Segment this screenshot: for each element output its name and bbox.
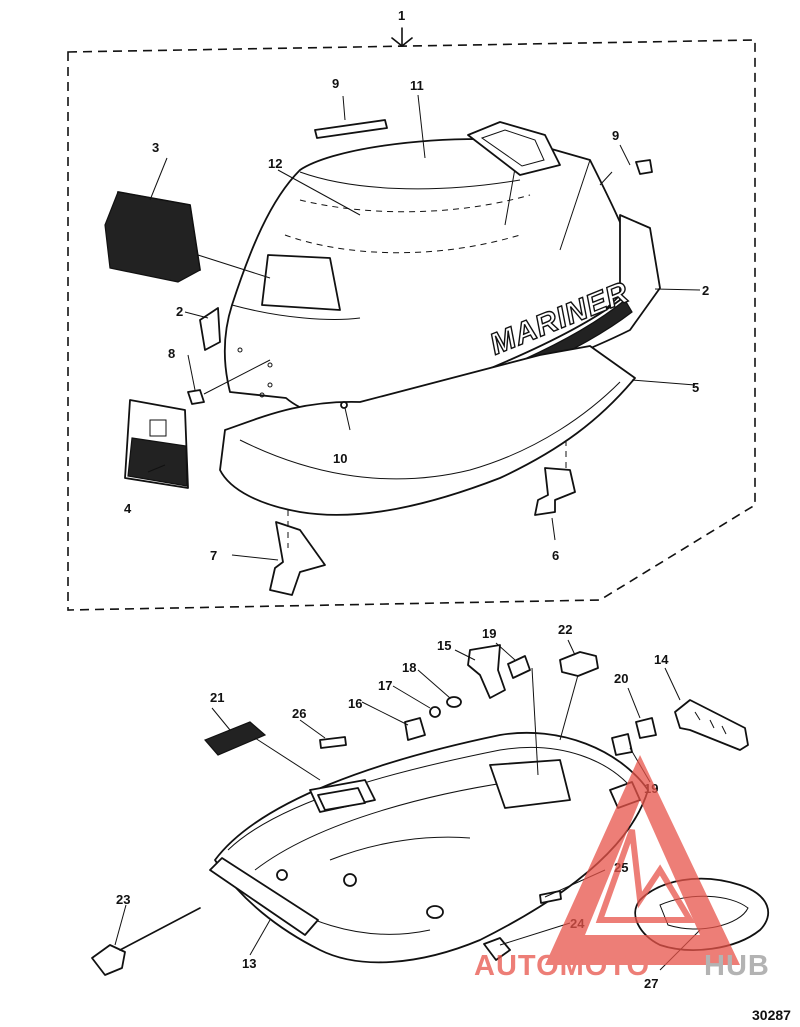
screw-8 bbox=[187, 389, 205, 405]
callout-12: 12 bbox=[268, 156, 282, 171]
callout-10: 10 bbox=[333, 451, 347, 466]
callout-11: 11 bbox=[410, 78, 424, 93]
watermark-text-secondary: HUB bbox=[704, 950, 770, 982]
bracket-7 bbox=[269, 521, 326, 596]
assembly-boundary-dashed bbox=[67, 39, 756, 611]
hole-plug-3 bbox=[104, 191, 201, 283]
callout-2-right: 2 bbox=[702, 283, 709, 298]
callout-4: 4 bbox=[124, 501, 132, 516]
callout-2-left: 2 bbox=[176, 304, 183, 319]
callout-6: 6 bbox=[552, 548, 559, 563]
latch-15 bbox=[467, 644, 506, 699]
bottom-cowl bbox=[209, 731, 649, 964]
washer-17 bbox=[429, 706, 441, 718]
knob-23 bbox=[91, 944, 126, 976]
callout-26: 26 bbox=[292, 706, 306, 721]
bushing-19-mid bbox=[611, 733, 633, 756]
callout-19-top: 19 bbox=[482, 626, 496, 641]
callout-5: 5 bbox=[692, 380, 699, 395]
callout-3: 3 bbox=[152, 140, 159, 155]
decal-25 bbox=[539, 890, 562, 904]
decal-9-top bbox=[314, 119, 388, 139]
decal-26 bbox=[319, 736, 347, 749]
callout-23: 23 bbox=[116, 892, 130, 907]
watermark-triangle-logo bbox=[545, 755, 740, 965]
decal-4 bbox=[124, 399, 189, 489]
callout-8: 8 bbox=[168, 346, 175, 361]
bushing-19-top bbox=[507, 655, 531, 679]
screw-9 bbox=[635, 159, 653, 175]
decal-2-left bbox=[199, 307, 221, 351]
figure-number: 30287 bbox=[752, 1007, 791, 1023]
screw-16 bbox=[404, 717, 426, 741]
callout-7: 7 bbox=[210, 548, 217, 563]
callout-22: 22 bbox=[558, 622, 572, 637]
callout-21: 21 bbox=[210, 690, 224, 705]
callout-16: 16 bbox=[348, 696, 362, 711]
callout-13: 13 bbox=[242, 956, 256, 971]
callout-1: 1 bbox=[398, 8, 405, 23]
callout-15: 15 bbox=[437, 638, 451, 653]
handle-14 bbox=[674, 699, 749, 751]
seal-21 bbox=[203, 721, 267, 756]
washer-18 bbox=[446, 696, 462, 708]
leader-lines bbox=[114, 94, 701, 971]
watermark: AUTOMOTO HUB bbox=[474, 755, 770, 982]
callout-14: 14 bbox=[654, 652, 669, 667]
callout-20: 20 bbox=[614, 671, 628, 686]
grommet-20 bbox=[635, 717, 657, 739]
fitting-22 bbox=[559, 651, 599, 677]
cowl-seal bbox=[219, 345, 636, 516]
callout-17: 17 bbox=[378, 678, 392, 693]
watermark-text-primary: AUTOMOTO bbox=[474, 950, 650, 982]
callout-18: 18 bbox=[402, 660, 416, 675]
callout-9-top: 9 bbox=[332, 76, 339, 91]
callout-9-right: 9 bbox=[612, 128, 619, 143]
callout-27: 27 bbox=[644, 976, 658, 991]
bracket-6 bbox=[534, 467, 576, 516]
